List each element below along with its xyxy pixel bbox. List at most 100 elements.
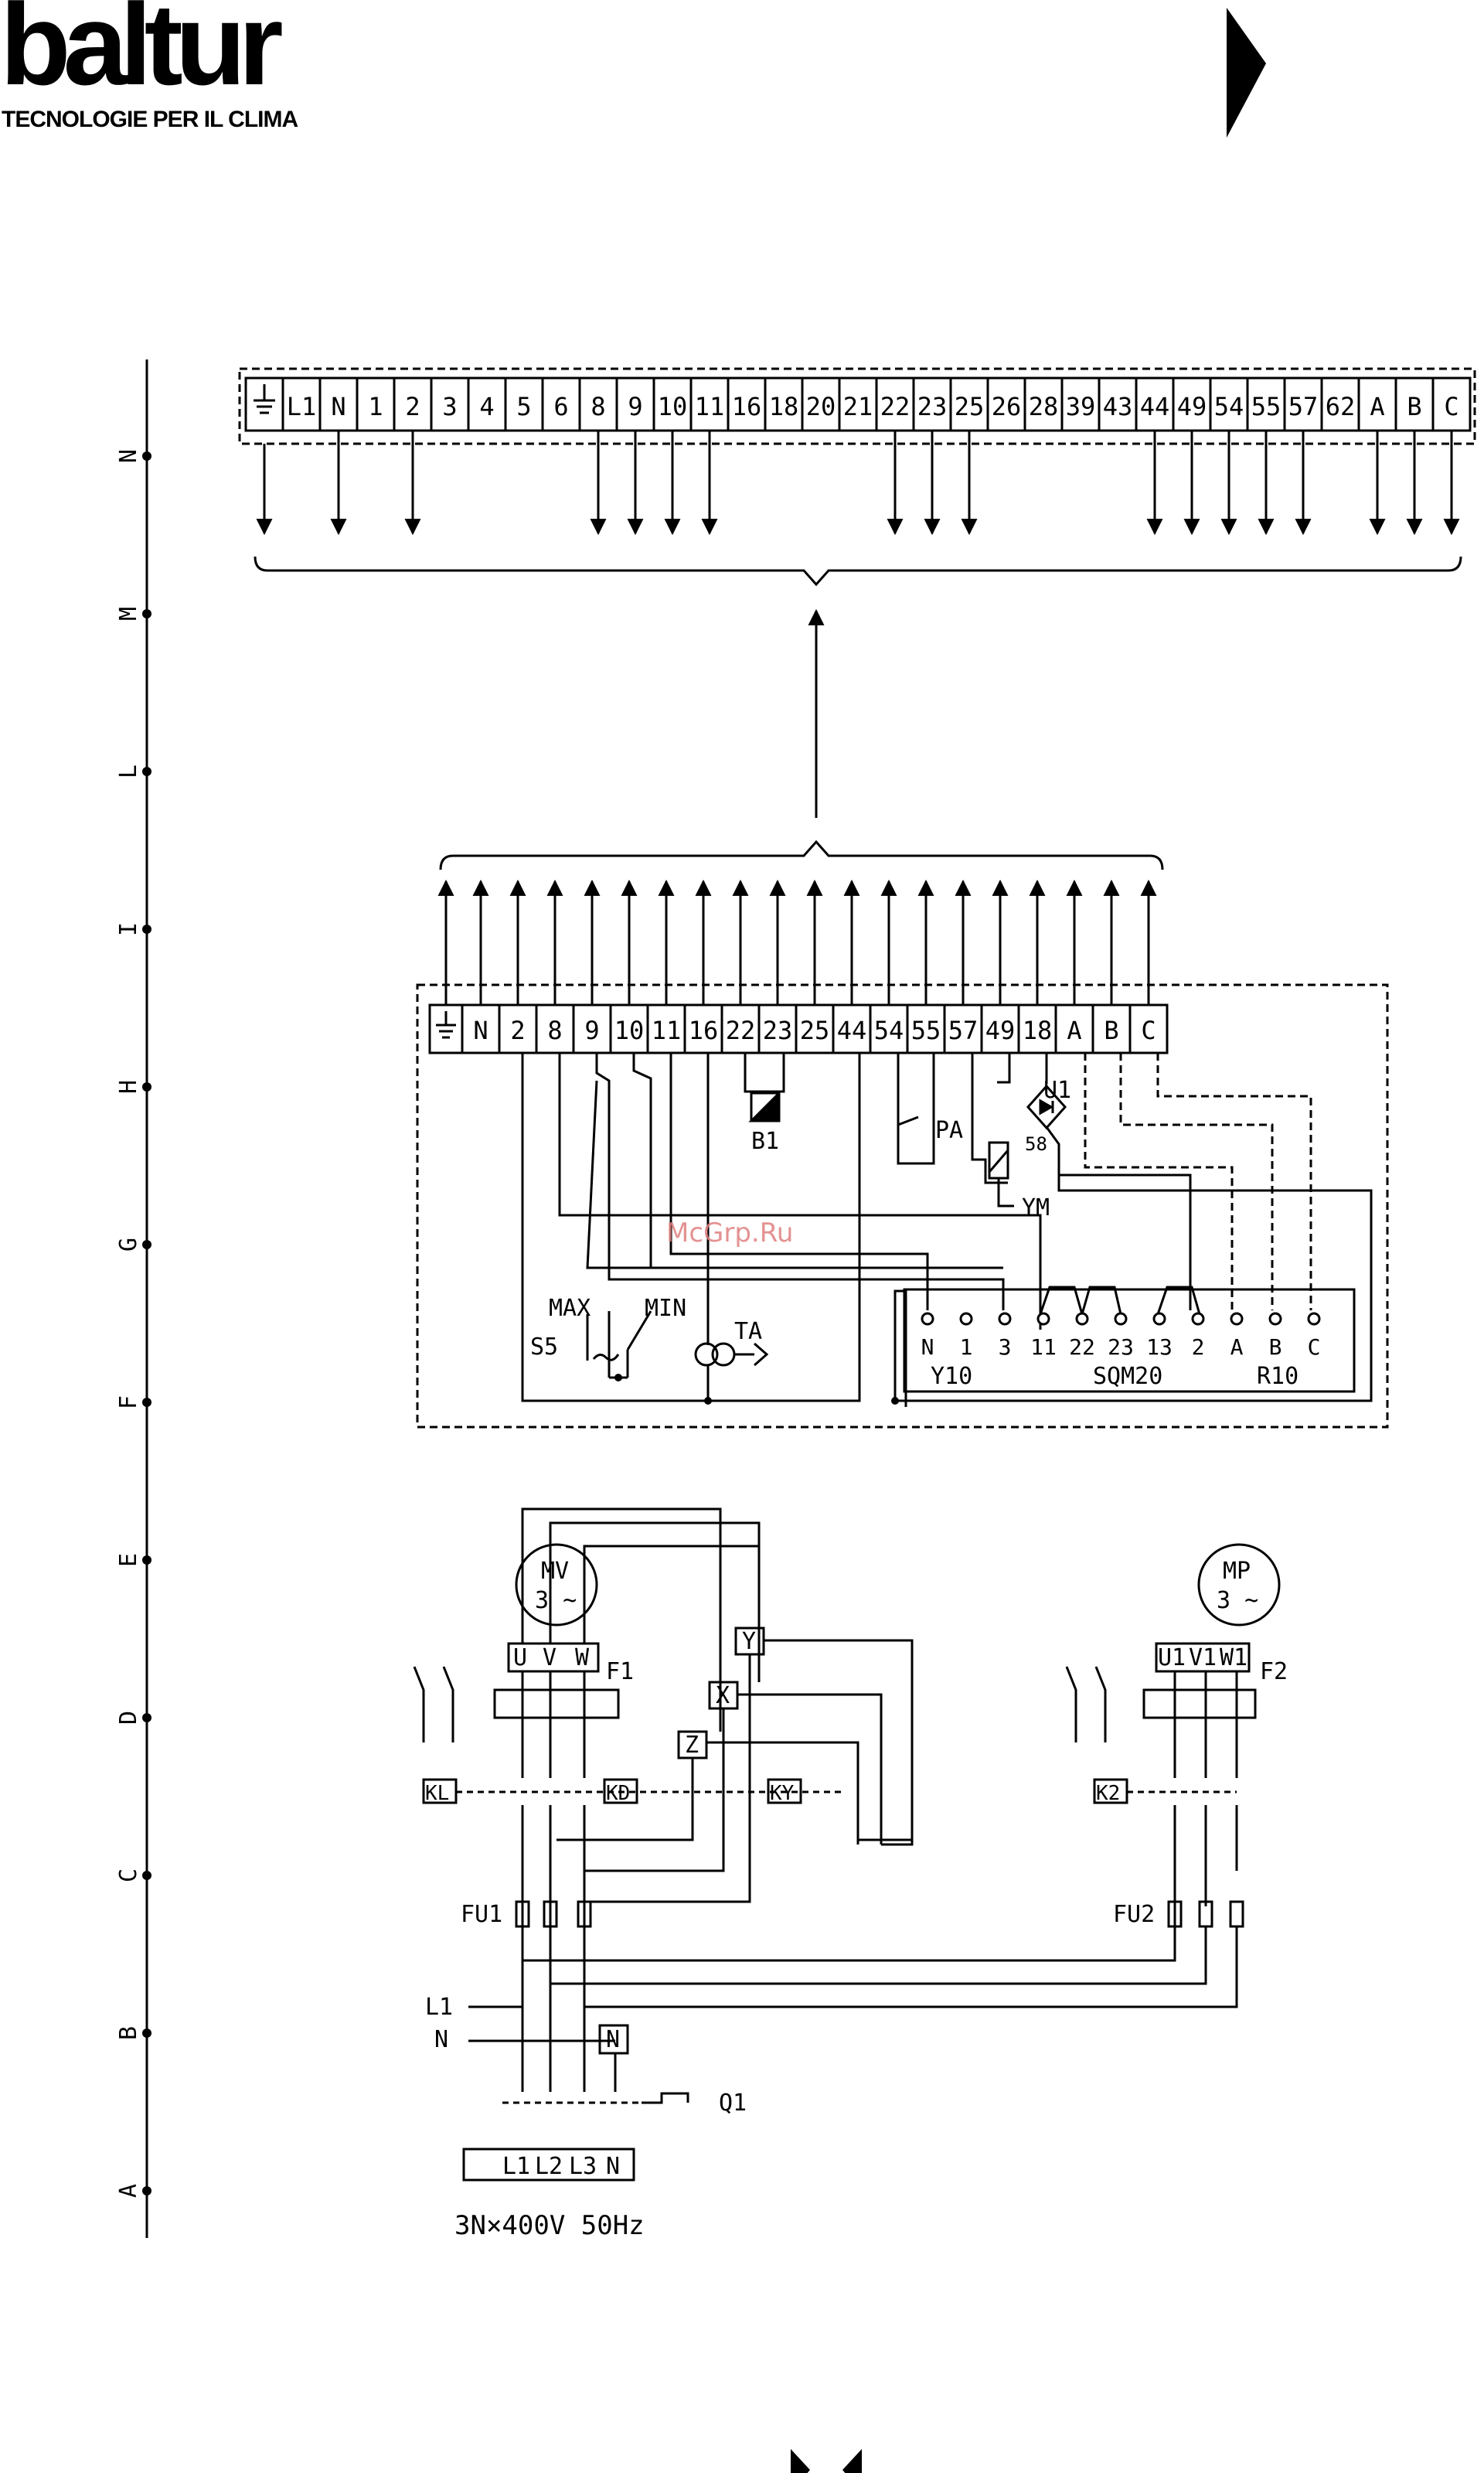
next-nav-arrow-icon[interactable]: [842, 2449, 862, 2473]
star-delta-x: X: [716, 1682, 730, 1709]
svg-text:3: 3: [442, 392, 457, 421]
svg-text:2: 2: [1192, 1334, 1205, 1360]
svg-text:55: 55: [1251, 392, 1281, 421]
star-delta-y: Y: [742, 1628, 756, 1655]
top-terminal-6: 6: [541, 376, 581, 432]
svg-text:57: 57: [1288, 392, 1319, 421]
mp-label: MP: [1223, 1558, 1251, 1585]
top-harness-brace: [254, 556, 1462, 587]
box-terminal-3: 3: [998, 1312, 1012, 1360]
baltur-logo: baltur: [0, 0, 284, 109]
row-marker-e: E: [115, 1553, 151, 1567]
next-page-arrow-icon[interactable]: [1227, 8, 1266, 138]
svg-text:A: A: [1370, 392, 1384, 421]
burner-terminal-57: 57: [943, 1003, 983, 1054]
top-terminal-21: 21: [838, 376, 878, 432]
burner-terminal-16: 16: [683, 1003, 723, 1054]
svg-text:9: 9: [584, 1016, 599, 1045]
burner-terminal-49: 49: [980, 1003, 1020, 1054]
s5-label: S5: [530, 1334, 558, 1361]
svg-text:1: 1: [960, 1334, 973, 1360]
svg-text:6: 6: [553, 392, 568, 421]
svg-text:49: 49: [1177, 392, 1207, 421]
svg-text:16: 16: [732, 392, 762, 421]
svg-text:28: 28: [1029, 392, 1059, 421]
supply-terminal-l1: L1: [502, 2153, 530, 2180]
top-terminal-11: 11: [689, 376, 730, 432]
box-terminal-c: C: [1307, 1312, 1321, 1360]
svg-text:A: A: [1230, 1334, 1244, 1360]
fu2-label: FU2: [1113, 1901, 1155, 1928]
top-terminal-a: A: [1357, 376, 1397, 432]
svg-text:5: 5: [516, 392, 531, 421]
svg-text:22: 22: [1069, 1334, 1095, 1360]
mp-terminal-w1: W1: [1220, 1644, 1247, 1671]
svg-text:49: 49: [985, 1016, 1016, 1045]
box-terminal-11: 11: [1030, 1312, 1057, 1360]
svg-text:11: 11: [1030, 1334, 1057, 1360]
prev-nav-arrow-icon[interactable]: [791, 2449, 810, 2473]
u1-58-label: 58: [1025, 1133, 1047, 1155]
svg-text:D: D: [115, 1711, 142, 1725]
top-terminal-5: 5: [504, 376, 544, 432]
fu1-label: FU1: [461, 1901, 502, 1928]
svg-text:L1: L1: [287, 392, 317, 421]
top-terminal-28: 28: [1023, 376, 1064, 432]
row-marker-i: I: [115, 922, 151, 936]
supply-n-label: N: [434, 2026, 448, 2053]
top-terminal-62: 62: [1320, 376, 1360, 432]
burner-terminal-55: 55: [906, 1003, 946, 1054]
supply-terminal-n: N: [606, 2153, 620, 2180]
svg-text:57: 57: [948, 1016, 979, 1045]
svg-text:20: 20: [806, 392, 836, 421]
svg-text:2: 2: [405, 392, 420, 421]
burner-terminal-c: C: [1128, 1003, 1169, 1054]
burner-terminal-44: 44: [832, 1003, 872, 1054]
neutral-box-label: N: [606, 2026, 620, 2053]
ta-ignition-transformer: [694, 1342, 769, 1401]
svg-text:10: 10: [614, 1016, 645, 1045]
svg-text:23: 23: [763, 1016, 793, 1045]
s5-selector-switch: [586, 1310, 652, 1379]
row-marker-d: D: [115, 1711, 151, 1725]
top-terminal-43: 43: [1098, 376, 1138, 432]
burner-harness-brace: [439, 840, 1164, 870]
svg-text:N: N: [331, 392, 345, 421]
svg-text:4: 4: [479, 392, 494, 421]
burner-terminal-25: 25: [795, 1003, 835, 1054]
top-terminal-57: 57: [1283, 376, 1323, 432]
top-terminal-20: 20: [801, 376, 841, 432]
burner-terminal-b: B: [1091, 1003, 1132, 1054]
box-terminal-22: 22: [1069, 1312, 1095, 1360]
top-terminal-2: 2: [393, 376, 433, 432]
q1-label: Q1: [719, 2090, 747, 2117]
svg-text:11: 11: [695, 392, 725, 421]
pa-pressure-switch: [897, 1116, 919, 1163]
pa-label: PA: [935, 1117, 963, 1144]
svg-text:21: 21: [843, 392, 873, 421]
svg-text:G: G: [115, 1238, 142, 1252]
top-terminal-8: 8: [578, 376, 618, 432]
svg-text:39: 39: [1066, 392, 1096, 421]
top-terminal-44: 44: [1135, 376, 1175, 432]
power-section: [413, 1507, 1281, 2182]
r10-label: R10: [1257, 1363, 1298, 1390]
row-marker-c: C: [115, 1868, 151, 1882]
star-delta-z: Z: [685, 1732, 699, 1759]
svg-text:N: N: [473, 1016, 488, 1045]
burner-terminal-9: 9: [572, 1003, 612, 1054]
burner-terminal-10: 10: [609, 1003, 649, 1054]
watermark: McGrp.Ru: [666, 1218, 794, 1248]
f2-label: F2: [1260, 1658, 1288, 1685]
svg-text:23: 23: [917, 392, 948, 421]
top-terminal-18: 18: [764, 376, 804, 432]
svg-text:I: I: [115, 922, 142, 936]
burner-terminal-11: 11: [646, 1003, 686, 1054]
top-terminal-b: B: [1394, 376, 1435, 432]
svg-text:8: 8: [591, 392, 605, 421]
svg-text:1: 1: [368, 392, 383, 421]
burner-terminal-54: 54: [869, 1003, 909, 1054]
burner-terminal-8: 8: [535, 1003, 575, 1054]
svg-text:23: 23: [1108, 1334, 1134, 1360]
